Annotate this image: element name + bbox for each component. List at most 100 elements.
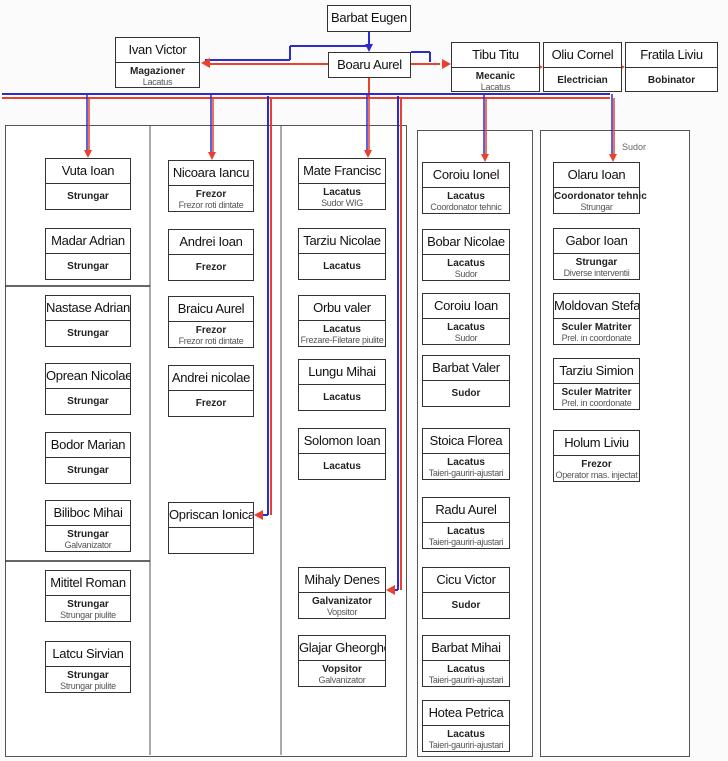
arrow-head-icon: [442, 59, 451, 69]
person-name: Mititel Roman: [46, 571, 130, 596]
director-box[interactable]: Barbat Eugen: [327, 5, 411, 32]
person-role: Magazioner: [129, 66, 185, 77]
person-name: Bodor Marian: [46, 433, 130, 458]
person-name: Tarziu Simion: [554, 359, 639, 384]
person-role: Coordonator tehnic: [554, 191, 647, 202]
person-name: Madar Adrian: [46, 229, 130, 254]
person-name: Moldovan Stefan: [554, 294, 639, 319]
person-role: Frezor: [195, 262, 227, 273]
person-role: [328, 30, 410, 37]
person-name: Oliu Cornel: [544, 43, 621, 68]
person-name: Bobar Nicolae: [423, 230, 509, 255]
person-name: Opriscan Ionica: [169, 503, 253, 528]
person-role: Lacatus: [447, 457, 485, 468]
person-role: Strungar: [67, 328, 109, 339]
person-role: Lacatus: [447, 258, 485, 269]
person-role: Lacatus: [323, 392, 361, 403]
person-role: Lacatus: [323, 261, 361, 272]
person-role: Strungar: [67, 529, 109, 540]
person-secondary-role: Prel. in coordonate: [561, 333, 632, 343]
person-role: Sculer Matriter: [561, 387, 632, 398]
person-role: Strungar: [67, 599, 109, 610]
person-name: Braicu Aurel: [169, 297, 253, 322]
employee-box[interactable]: Opriscan Ionica: [168, 502, 254, 554]
person-name: Olaru Ioan: [554, 163, 639, 188]
person-role: Vopsitor: [322, 664, 362, 675]
person-secondary-role: Frezor roti dintate: [178, 200, 244, 210]
person-name: Andrei nicolae: [169, 366, 253, 391]
person-name: Latcu Sirvian: [46, 642, 130, 667]
person-secondary-role: Galvanizator: [318, 675, 366, 685]
person-secondary-role: Operator mas. injectat: [555, 470, 638, 480]
person-secondary-role: Frezare-Filetare piulite: [300, 335, 384, 345]
person-name: Fratila Liviu: [626, 43, 717, 68]
person-name: Coroiu Ionel: [423, 163, 509, 188]
person-name: Barbat Eugen: [331, 10, 407, 25]
person-role: Bobinator: [647, 75, 696, 86]
person-name: Ivan Victor: [116, 38, 199, 63]
person-name: Glajar Gheorghe: [299, 636, 385, 661]
person-name: Oprean Nicolae: [46, 364, 130, 389]
person-role: Lacatus: [447, 191, 485, 202]
person-name: Biliboc Mihai: [46, 501, 130, 526]
person-secondary-role: Strungar: [580, 202, 613, 212]
person-role: Lacatus: [447, 664, 485, 675]
person-secondary-role: Sudor: [454, 269, 478, 279]
person-secondary-role: Strungar piulite: [60, 681, 116, 691]
person-name: Cicu Victor: [423, 568, 509, 593]
person-name: Tibu Titu: [452, 43, 539, 68]
person-name: Gabor Ioan: [554, 229, 639, 254]
person-role: Electrician: [557, 75, 608, 86]
person-name: Tarziu Nicolae: [299, 229, 385, 254]
person-role: Frezor: [581, 459, 612, 470]
person-role: Lacatus: [323, 461, 361, 472]
person-role: Frezor: [195, 398, 227, 409]
person-name: Nicoara Iancu: [169, 161, 253, 186]
person-role: Sculer Matriter: [561, 322, 632, 333]
person-role: Lacatus: [447, 526, 485, 537]
person-name: Orbu valer: [299, 296, 385, 321]
manager-box[interactable]: Boaru Aurel: [328, 52, 411, 78]
person-role: Strungar: [575, 257, 618, 268]
person-secondary-role: Taieri-gauriri-ajustari: [428, 468, 504, 478]
person-role: Frezor: [195, 189, 227, 200]
